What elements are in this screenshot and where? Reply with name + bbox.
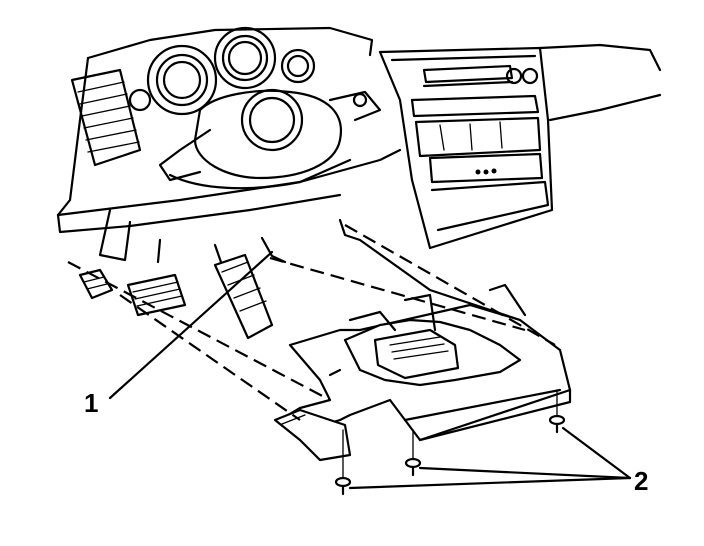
screw-left [334,429,352,496]
screw-right [548,389,566,434]
leader-line-1 [108,250,274,400]
alignment-lines [67,224,556,421]
brake-pedal [126,238,187,317]
left-air-vent [70,68,142,167]
gauge-cluster [128,26,316,116]
leader-line-2c [561,426,632,480]
lower-closeout-panel [260,218,572,462]
leader-line-2a [348,476,632,490]
pedal-assembly [78,238,274,340]
clutch-pedal [78,268,114,300]
leader-lines [108,250,632,490]
screw-center [404,429,422,477]
callout-label-2: 2 [634,466,648,496]
fastener-screws [334,389,566,496]
steering-column [158,88,382,190]
center-stack [378,43,662,250]
callout-label-1: 1 [84,388,98,418]
connector-module [348,293,460,380]
leader-line-2b [418,466,632,480]
